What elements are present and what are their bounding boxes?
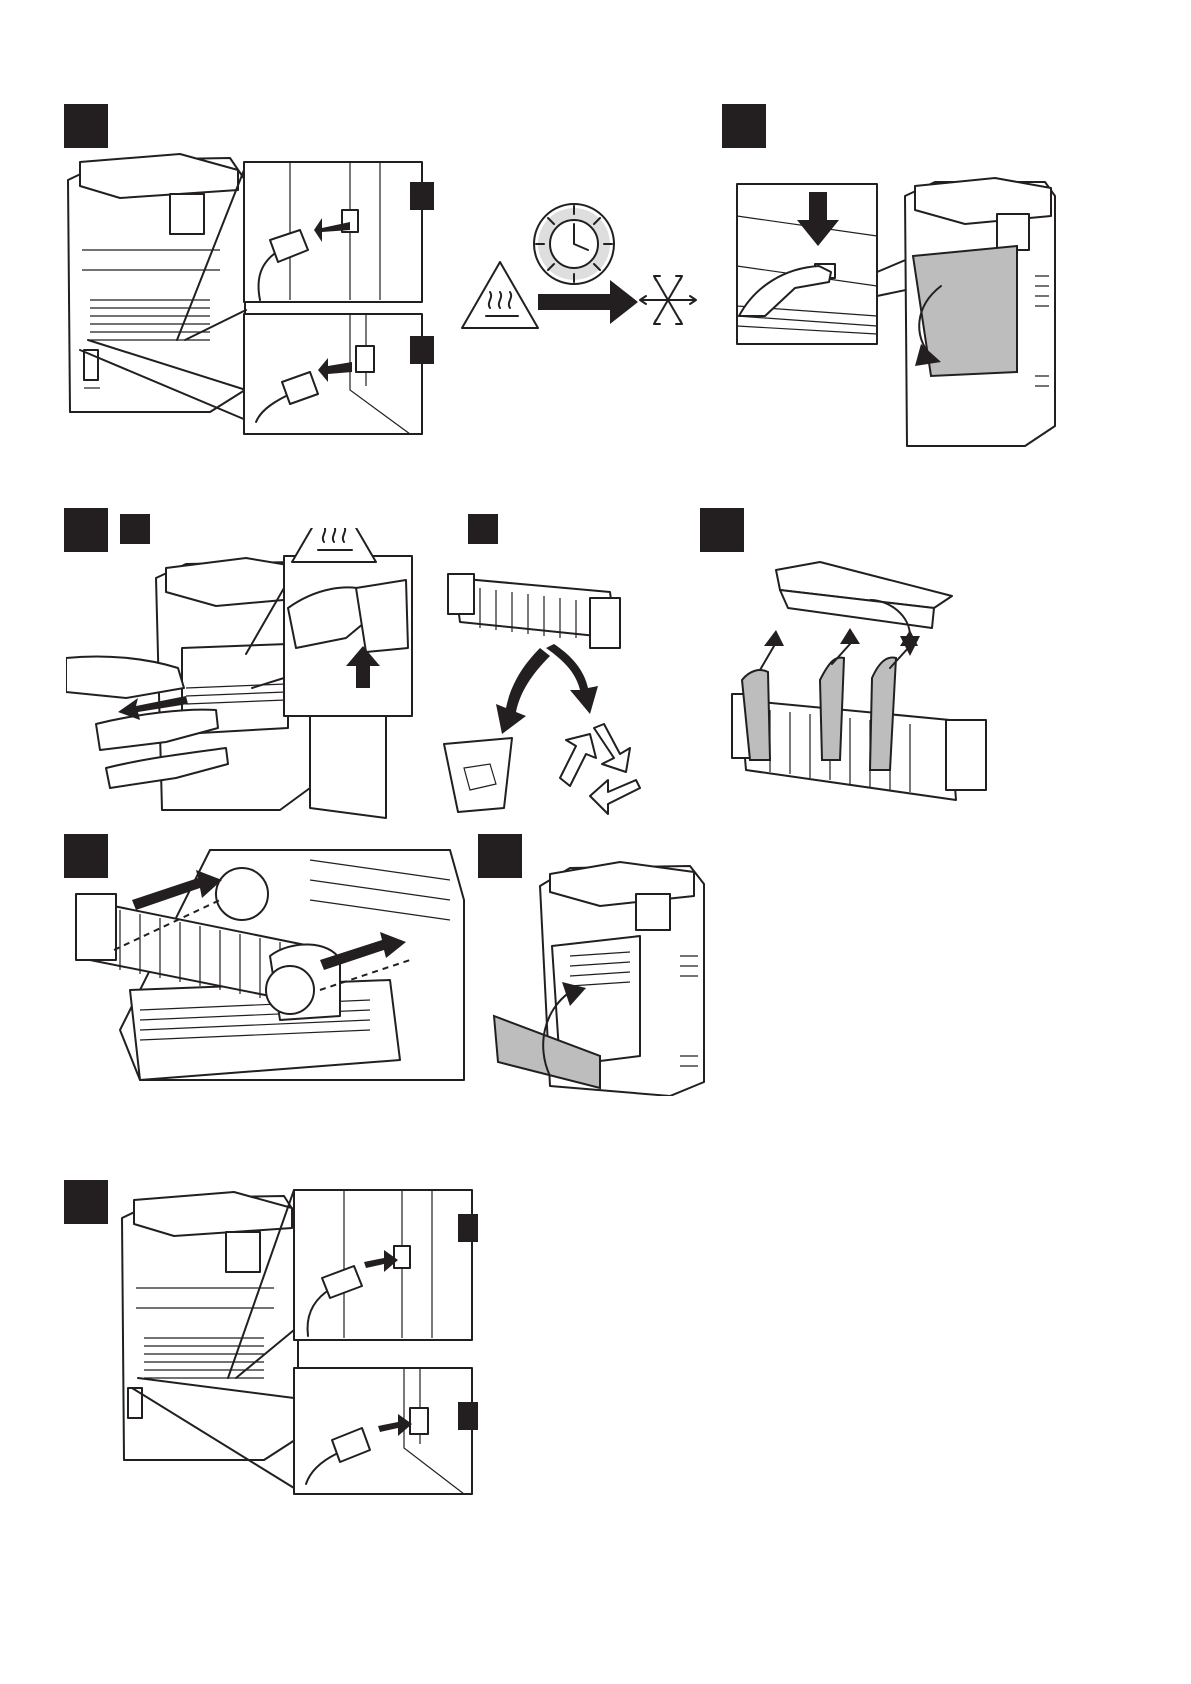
step-5-illustration (720, 560, 1060, 830)
step-4b-illustration (440, 558, 680, 838)
fuser-icon (448, 574, 620, 648)
hot-surface-warning-icon (462, 262, 538, 328)
step-6-illustration (70, 840, 470, 1090)
clock-icon (534, 204, 614, 284)
packaging-tray-icon (776, 562, 952, 628)
step-8-illustration (118, 1188, 478, 1498)
printer-rear-icon (68, 154, 245, 412)
step-1-illustration (60, 150, 440, 440)
recycle-icon (560, 724, 640, 814)
step-3-illustration (735, 176, 1121, 452)
step-7-illustration (490, 856, 710, 1096)
arrow-right-icon (538, 280, 638, 324)
snowflake-icon (640, 276, 696, 324)
step-8-badge (64, 1180, 108, 1224)
step-3-badge (722, 104, 766, 148)
step-1-badge (64, 104, 108, 148)
step-5-badge (700, 508, 744, 552)
hot-surface-warning-icon (292, 528, 376, 562)
close-rear-door-icon (494, 862, 704, 1096)
step-4b-badge (468, 514, 498, 544)
printer-rear-icon (122, 1192, 298, 1460)
step-4-illustration (66, 528, 456, 884)
insert-fuser-icon (76, 850, 464, 1080)
trash-bin-icon (444, 738, 512, 812)
step-2-illustration (460, 200, 710, 370)
